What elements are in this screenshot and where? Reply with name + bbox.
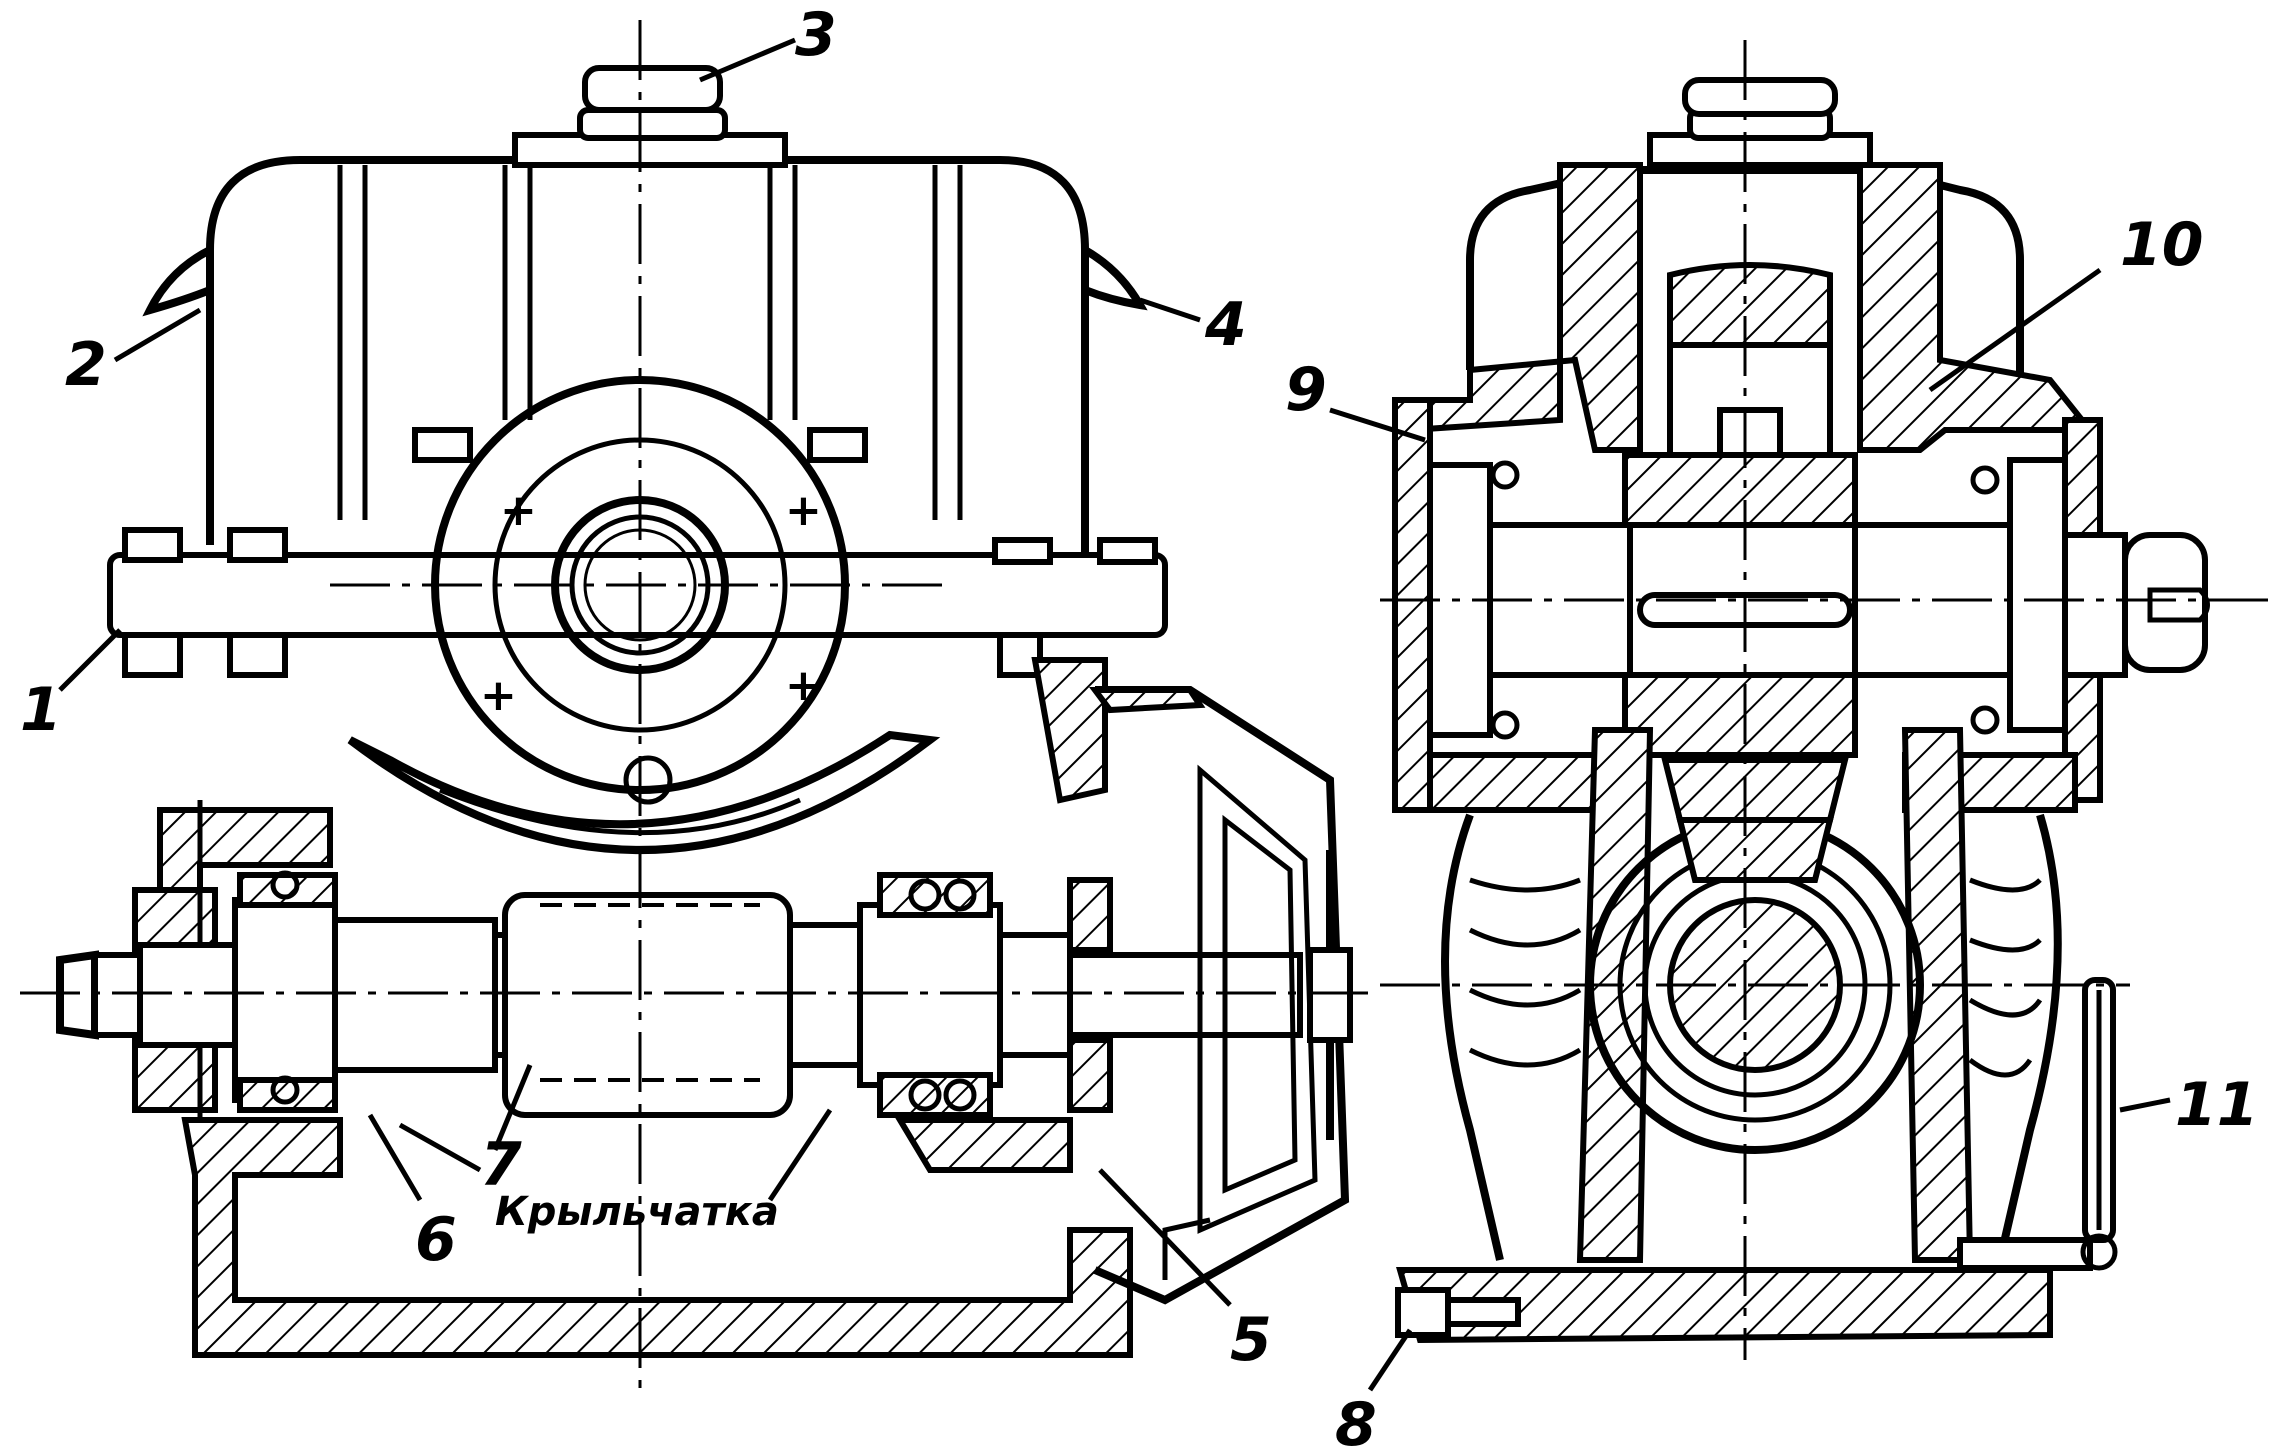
fan-guard: [1089, 686, 1353, 1305]
bolt-group: [122, 427, 1158, 678]
callout-label-11: 11: [2175, 1070, 2259, 1140]
callout-label-6: 6: [415, 1205, 457, 1275]
callout-4: 4: [1139, 290, 1247, 360]
callout-11: 11: [2119, 1070, 2259, 1140]
impeller-annotation: Крыльчатка: [495, 1108, 833, 1235]
impeller-annotation-label: Крыльчатка: [495, 1189, 779, 1235]
breather-cap: [512, 65, 788, 168]
callout-9: 9: [1285, 355, 1426, 443]
callout-2: 2: [65, 307, 202, 400]
callout-7: 7: [398, 1064, 533, 1200]
svg-text:+: +: [480, 670, 517, 721]
callout-3: 3: [699, 0, 837, 83]
callout-label-2: 2: [65, 330, 107, 400]
svg-text:+: +: [500, 485, 537, 536]
callout-10: 10: [1928, 210, 2204, 393]
callout-1: 1: [20, 628, 122, 745]
front-view: + + + +: [20, 20, 1370, 1390]
callout-label-8: 8: [1335, 1390, 1377, 1452]
callout-5: 5: [1098, 1168, 1272, 1375]
callout-label-4: 4: [1204, 290, 1247, 360]
callout-label-3: 3: [795, 0, 837, 70]
callout-label-5: 5: [1230, 1305, 1272, 1375]
oil-gauge: [1957, 977, 2118, 1271]
callout-label-9: 9: [1285, 355, 1327, 425]
callout-8: 8: [1335, 1328, 1413, 1452]
lower-housing: [1396, 727, 2062, 1344]
cover-flange: [107, 427, 1168, 678]
side-view: [1380, 40, 2270, 1360]
worm-shaft: [56, 870, 1303, 1118]
callout-label-1: 1: [20, 675, 62, 745]
svg-text:+: +: [785, 485, 822, 536]
svg-text:+: +: [785, 660, 822, 711]
callout-label-7: 7: [480, 1130, 522, 1200]
callout-label-10: 10: [2120, 210, 2204, 280]
callout-6: 6: [367, 1113, 457, 1275]
